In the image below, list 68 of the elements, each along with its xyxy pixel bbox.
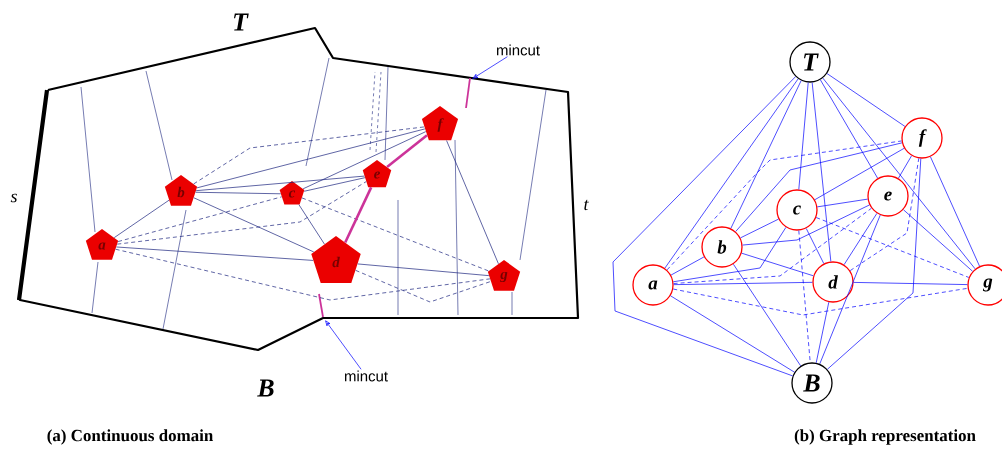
region-polygon: c — [279, 181, 305, 205]
connector-line — [815, 217, 970, 278]
boundary-label: B — [257, 379, 274, 397]
connector-line — [673, 227, 787, 283]
connector-line — [826, 73, 906, 127]
connector-line — [735, 142, 903, 232]
boundary-label: T — [234, 13, 249, 31]
connector-line — [355, 270, 492, 303]
connector-line — [820, 79, 878, 179]
mincut-label: mincut — [497, 44, 540, 56]
connector-line — [740, 218, 779, 239]
connector-line — [822, 77, 976, 270]
connector-line — [193, 197, 315, 253]
connector-line — [817, 198, 868, 208]
connector-line — [741, 252, 814, 277]
connector-line — [673, 282, 813, 285]
connector-line — [819, 214, 881, 365]
connector-line — [903, 209, 973, 272]
connector-line — [670, 256, 705, 276]
connector-line — [116, 181, 367, 245]
connector-line — [670, 295, 795, 373]
connector-line — [357, 263, 490, 276]
side-label: t — [584, 199, 589, 211]
connector-line — [195, 175, 365, 192]
connector-line — [930, 156, 980, 267]
caption: (a) Continuous domain — [47, 429, 213, 445]
region-polygon: g — [487, 260, 521, 291]
connector-line — [730, 80, 802, 229]
connector-line — [814, 147, 905, 201]
connector-line — [742, 204, 870, 246]
region-polygon: a — [85, 229, 119, 260]
connector-line — [827, 158, 922, 370]
connector-line — [666, 140, 902, 271]
connector-line — [898, 155, 912, 179]
caption: (b) Graph representation — [794, 429, 976, 445]
connector-line — [301, 197, 489, 272]
connector-line — [612, 76, 796, 377]
connector-line — [815, 301, 830, 364]
connector-line — [672, 287, 968, 316]
connector-line — [116, 246, 314, 261]
region-polygon: b — [164, 175, 198, 206]
connector-line — [849, 158, 920, 271]
connector-line — [673, 207, 872, 284]
region-polygon: e — [362, 160, 392, 188]
connector-line — [195, 191, 282, 195]
connector-line — [798, 82, 809, 190]
connector-line — [446, 140, 499, 265]
leader-arrow — [325, 320, 362, 370]
connector-line — [386, 134, 428, 169]
connector-line — [664, 78, 799, 269]
connector-line — [805, 228, 825, 264]
connector-line — [853, 282, 968, 285]
connector-line — [303, 177, 366, 192]
mincut-label: mincut — [345, 370, 388, 382]
connector-line — [733, 263, 801, 367]
region-polygon: f — [421, 106, 459, 141]
region-polygon: d — [311, 236, 361, 284]
connector-line — [115, 248, 491, 301]
connector-line — [302, 131, 427, 190]
connector-line — [113, 199, 170, 238]
connector-line — [117, 196, 282, 242]
leader-arrow — [472, 56, 508, 79]
connector-line — [798, 230, 811, 363]
connector-line — [843, 213, 878, 265]
side-label: s — [10, 193, 17, 203]
connector-line — [298, 204, 325, 245]
connector-line — [811, 82, 832, 262]
connector-line — [344, 186, 373, 243]
